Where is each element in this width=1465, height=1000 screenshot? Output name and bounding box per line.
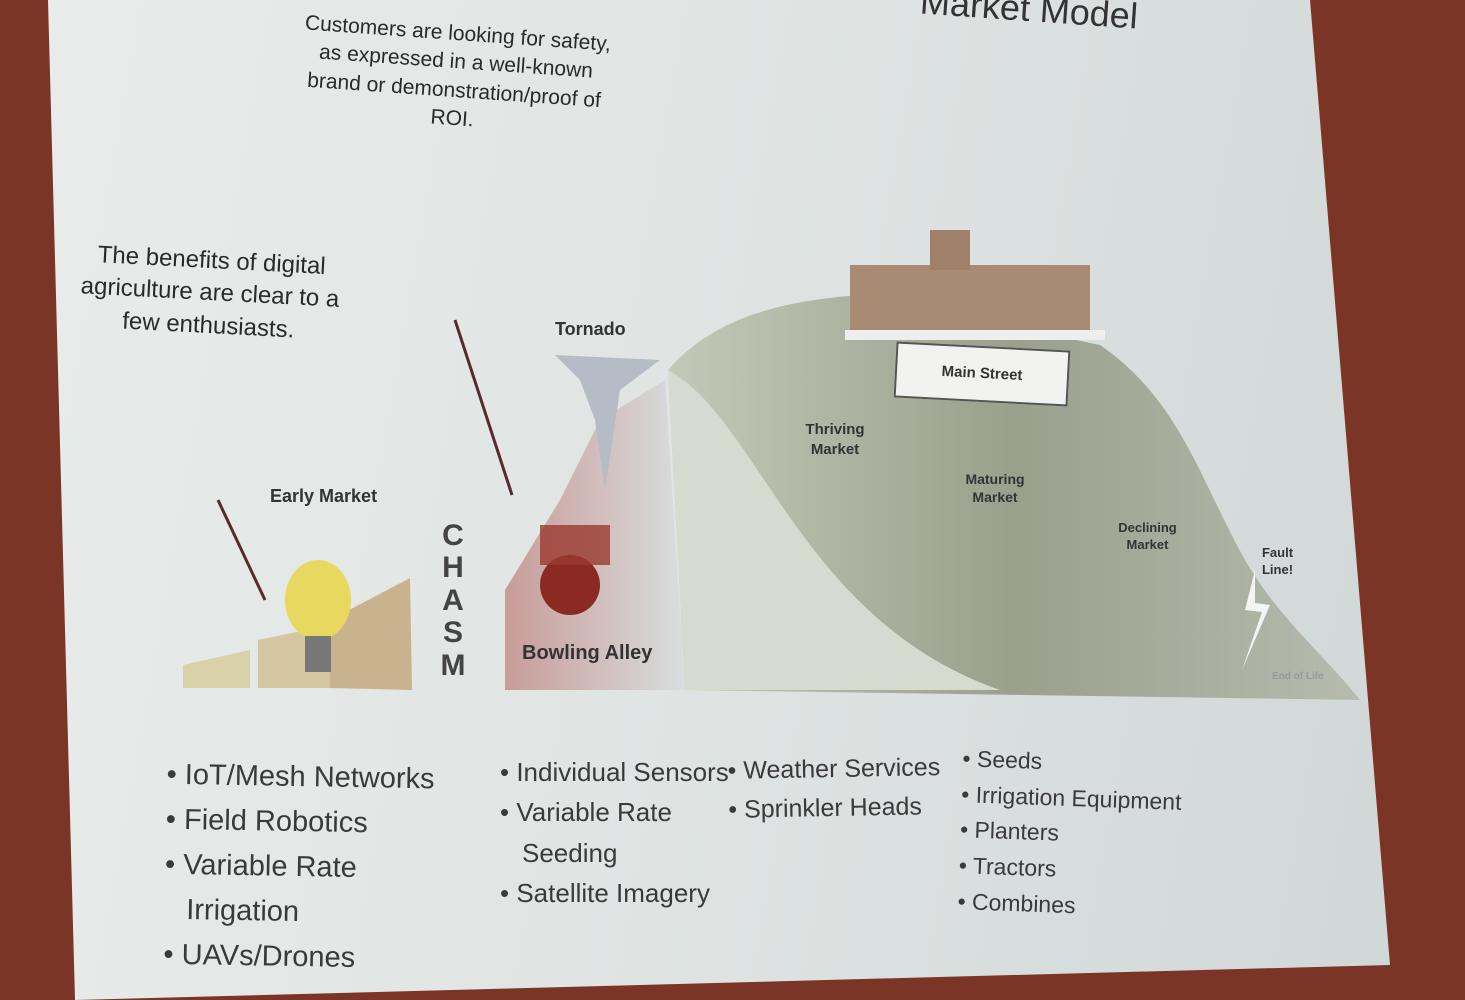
thriving-slope [668,370,1000,690]
list-item: Individual Sensors [500,752,728,792]
list-item: IoT/Mesh Networks [166,753,435,803]
list-item: Field Robotics [165,798,434,848]
chasm-letter: C [442,519,464,552]
bowling-alley-list: Individual Sensors Variable Rate Seeding… [500,752,729,913]
chasm-letter: S [442,616,463,650]
lightning-fault-icon [1242,570,1270,670]
thriving-market-label: Thriving Market [805,421,865,458]
early-market-list: IoT/Mesh Networks Field Robotics Variabl… [163,753,435,982]
lightbulb-icon [285,560,351,672]
tornado-label: Tornado [555,319,626,339]
list-item: UAVs/Drones [163,932,432,982]
fault-line-label: Fault Line! [1261,545,1294,577]
arrow-chasm [453,319,514,496]
chasm-label: C H A S M [438,519,468,682]
list-item: Variable Rate [165,843,434,893]
main-street-buildings-icon [845,230,1105,340]
chasm-letter: A [442,583,464,617]
list-item: Sprinkler Heads [728,787,941,829]
declining-market-label: Declining Market [1118,520,1177,552]
list-item: Irrigation [185,893,300,928]
maturing-market-label: Maturing Market [965,471,1025,506]
main-street-label: Main Street [893,341,1071,407]
bowling-alley-label: Bowling Alley [522,642,653,664]
end-of-life-label: End of Life [1272,671,1324,682]
list-item: Combines [957,884,1178,927]
list-item: Variable Rate [500,792,729,832]
arrow-early [216,499,267,601]
chasm-letter: H [442,551,464,585]
thriving-market-list: Weather Services Sprinkler Heads [727,748,941,829]
early-market-label: Early Market [270,486,378,506]
list-item: Weather Services [727,748,940,790]
chasm-letter: M [440,648,466,682]
bowling-pins-icon [540,525,610,615]
mature-market-list: Seeds Irrigation Equipment Planters Trac… [957,741,1183,927]
tornado-icon [555,355,660,490]
list-item: Satellite Imagery [500,873,729,913]
list-item: Seeding [522,837,618,868]
